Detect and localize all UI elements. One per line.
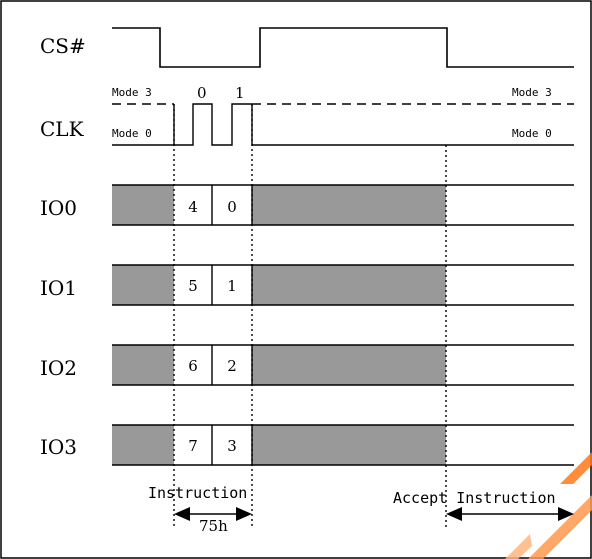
instruction-label: Instruction [148, 484, 247, 502]
accept-instruction-label: Accept Instruction [393, 489, 556, 507]
timing-guides [173, 104, 447, 528]
io1-row [112, 264, 574, 306]
clk-waveform [112, 103, 574, 146]
io3-bit-high: 7 [188, 437, 198, 455]
io0-row [112, 184, 574, 226]
mode0-left-label: Mode 0 [112, 127, 152, 140]
instruction-arrow [174, 507, 252, 521]
mode0-right-label: Mode 0 [512, 127, 552, 140]
clk-edge-0-label: 0 [197, 84, 207, 102]
io3-row [112, 424, 574, 466]
io3-bit-low: 3 [227, 437, 237, 455]
io2-row [112, 344, 574, 386]
io2-bit-high: 6 [188, 357, 198, 375]
cs-waveform [112, 27, 574, 68]
io1-bit-low: 1 [227, 277, 237, 295]
io2-label: IO2 [40, 356, 77, 380]
io0-bit-high: 4 [188, 198, 198, 216]
io3-label: IO3 [40, 435, 77, 459]
io2-bit-low: 2 [227, 357, 237, 375]
mode3-right-label: Mode 3 [512, 86, 552, 99]
cs-label: CS# [40, 34, 86, 58]
io1-bit-high: 5 [188, 277, 198, 295]
mode3-left-label: Mode 3 [112, 86, 152, 99]
io0-bit-low: 0 [227, 198, 237, 216]
opcode-label: 75h [199, 517, 228, 535]
watermark-stripes [505, 452, 592, 559]
io0-label: IO0 [40, 196, 77, 220]
io1-label: IO1 [40, 276, 77, 300]
clk-label: CLK [40, 117, 85, 141]
clk-edge-1-label: 1 [235, 84, 245, 102]
accept-arrow [446, 507, 574, 521]
